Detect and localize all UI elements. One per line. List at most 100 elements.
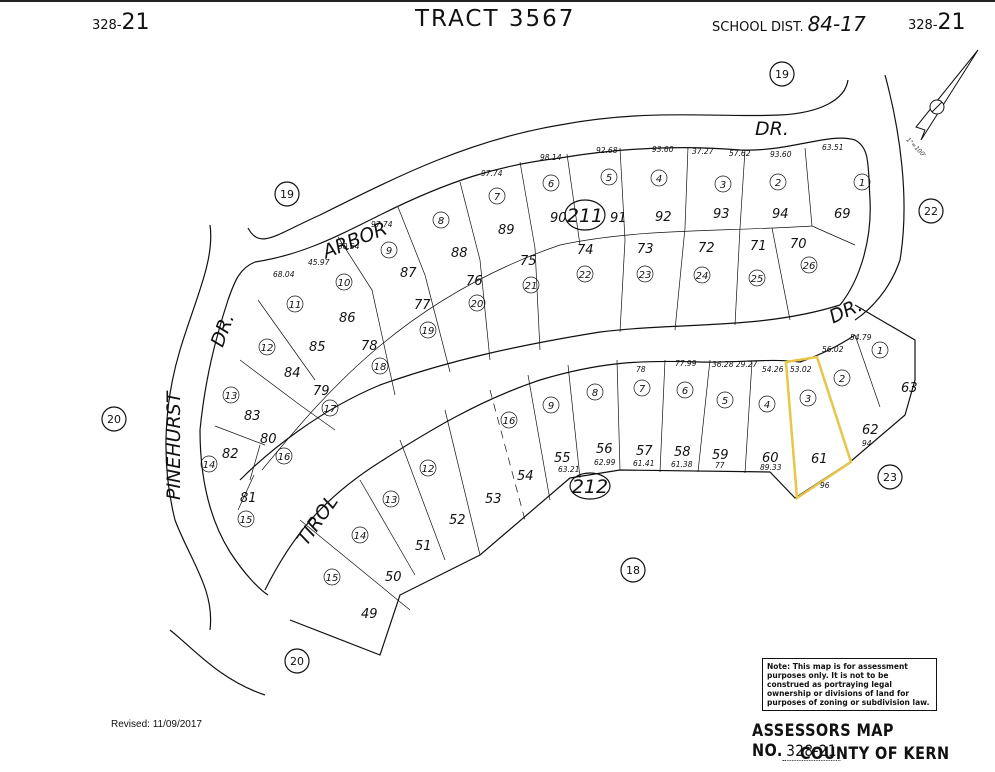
svg-text:51: 51	[415, 539, 432, 554]
svg-text:15: 15	[240, 515, 253, 526]
svg-text:16: 16	[503, 416, 516, 427]
svg-text:7: 7	[639, 384, 646, 395]
svg-text:59: 59	[712, 448, 729, 463]
svg-text:83: 83	[244, 409, 261, 424]
svg-text:4: 4	[656, 174, 662, 185]
svg-text:82: 82	[222, 447, 239, 462]
svg-text:13: 13	[385, 495, 398, 506]
svg-text:69: 69	[834, 207, 851, 222]
svg-text:25: 25	[751, 274, 764, 285]
svg-text:61: 61	[811, 452, 828, 467]
svg-text:92.68: 92.68	[596, 146, 618, 155]
svg-text:94: 94	[772, 207, 789, 222]
svg-text:3: 3	[720, 180, 726, 191]
svg-text:89.33: 89.33	[760, 463, 782, 472]
block-211-lots: 69 70 71 72 73 74 75 76 77 78 79 80 81 8…	[222, 207, 851, 506]
north-arrow-icon: 1"=100'	[905, 49, 979, 159]
svg-text:57: 57	[636, 444, 653, 459]
svg-text:92: 92	[655, 210, 672, 225]
svg-text:90: 90	[550, 211, 567, 226]
svg-text:24: 24	[696, 271, 709, 282]
svg-text:1: 1	[859, 178, 865, 189]
svg-text:86: 86	[339, 311, 356, 326]
svg-text:12: 12	[422, 464, 435, 475]
svg-text:22: 22	[579, 270, 592, 281]
svg-text:19: 19	[280, 188, 294, 201]
school-dist-value: 84-17	[807, 12, 866, 36]
svg-text:20: 20	[107, 413, 121, 426]
svg-text:77.99: 77.99	[675, 359, 697, 368]
svg-text:87: 87	[400, 266, 417, 281]
svg-text:3: 3	[805, 394, 811, 405]
svg-text:17: 17	[324, 404, 337, 415]
svg-text:80: 80	[260, 432, 277, 447]
county-name: COUNTY OF KERN	[800, 744, 950, 764]
svg-text:45.97: 45.97	[308, 258, 330, 267]
svg-text:23: 23	[639, 270, 652, 281]
map-prefix: 328-	[908, 18, 938, 33]
svg-text:62: 62	[862, 423, 879, 438]
svg-text:26: 26	[803, 261, 816, 272]
svg-text:36.28 29.27: 36.28 29.27	[712, 360, 758, 369]
svg-text:2: 2	[839, 374, 845, 385]
svg-text:22: 22	[924, 205, 938, 218]
svg-text:DR.: DR.	[826, 294, 866, 328]
svg-text:94: 94	[862, 439, 872, 448]
svg-text:93.60: 93.60	[652, 145, 674, 154]
svg-text:54.79: 54.79	[850, 333, 872, 342]
svg-text:78: 78	[361, 339, 378, 354]
svg-text:6: 6	[548, 179, 554, 190]
svg-text:56.02: 56.02	[822, 345, 844, 354]
svg-text:61.38: 61.38	[671, 460, 693, 469]
svg-text:53.02: 53.02	[790, 365, 812, 374]
svg-text:84: 84	[284, 366, 301, 381]
svg-text:11: 11	[289, 300, 302, 311]
tract-title: TRACT 3567	[415, 6, 576, 32]
svg-text:13: 13	[225, 391, 238, 402]
svg-text:50: 50	[385, 570, 402, 585]
svg-text:79: 79	[313, 384, 330, 399]
dimensions: 98.14 92.68 93.60 37.27 57.62 93.60 63.5…	[273, 143, 872, 490]
svg-text:68.04: 68.04	[273, 270, 295, 279]
lot-lines	[214, 146, 881, 611]
svg-text:4: 4	[764, 400, 770, 411]
svg-text:72: 72	[698, 241, 715, 256]
svg-text:18: 18	[374, 362, 387, 373]
svg-text:5: 5	[606, 173, 612, 184]
svg-text:8: 8	[592, 388, 598, 399]
svg-text:75: 75	[520, 254, 537, 269]
svg-text:21: 21	[525, 281, 538, 292]
map-number-right: 328-21	[908, 10, 966, 35]
revised-label: Revised:	[111, 719, 150, 730]
svg-text:88: 88	[451, 246, 468, 261]
map-suffix: 21	[937, 10, 966, 35]
svg-text:74: 74	[577, 243, 594, 258]
svg-text:20: 20	[471, 299, 484, 310]
book-page-markers: 211 212	[564, 199, 611, 500]
adjacent-block-markers: 19 19 20 20 22 23 18	[101, 61, 944, 674]
svg-text:56: 56	[596, 442, 613, 457]
svg-text:54: 54	[517, 469, 534, 484]
svg-text:10: 10	[338, 278, 351, 289]
svg-text:37.27: 37.27	[692, 147, 714, 156]
svg-text:52: 52	[449, 513, 466, 528]
map-number-left: 328-21	[92, 10, 150, 35]
svg-text:93.60: 93.60	[770, 150, 792, 159]
svg-text:19: 19	[422, 326, 435, 337]
svg-text:DR.: DR.	[207, 310, 239, 349]
svg-text:57.62: 57.62	[729, 149, 751, 158]
svg-text:55: 55	[554, 451, 571, 466]
svg-text:30.54: 30.54	[338, 242, 360, 251]
svg-text:62.99: 62.99	[594, 458, 616, 467]
svg-text:78: 78	[636, 365, 646, 374]
disclaimer-note: Note: This map is for assessment purpose…	[762, 658, 937, 711]
highlighted-parcel-212-3[interactable]	[784, 355, 853, 501]
svg-text:15: 15	[326, 573, 339, 584]
svg-text:19: 19	[775, 68, 789, 81]
svg-text:70: 70	[790, 237, 807, 252]
svg-text:18: 18	[626, 564, 640, 577]
svg-text:54.26: 54.26	[762, 365, 784, 374]
block-212-lots: 49 50 51 52 53 54 55 56 57 58 59 60 61 6…	[361, 381, 918, 622]
svg-text:73: 73	[637, 242, 654, 257]
